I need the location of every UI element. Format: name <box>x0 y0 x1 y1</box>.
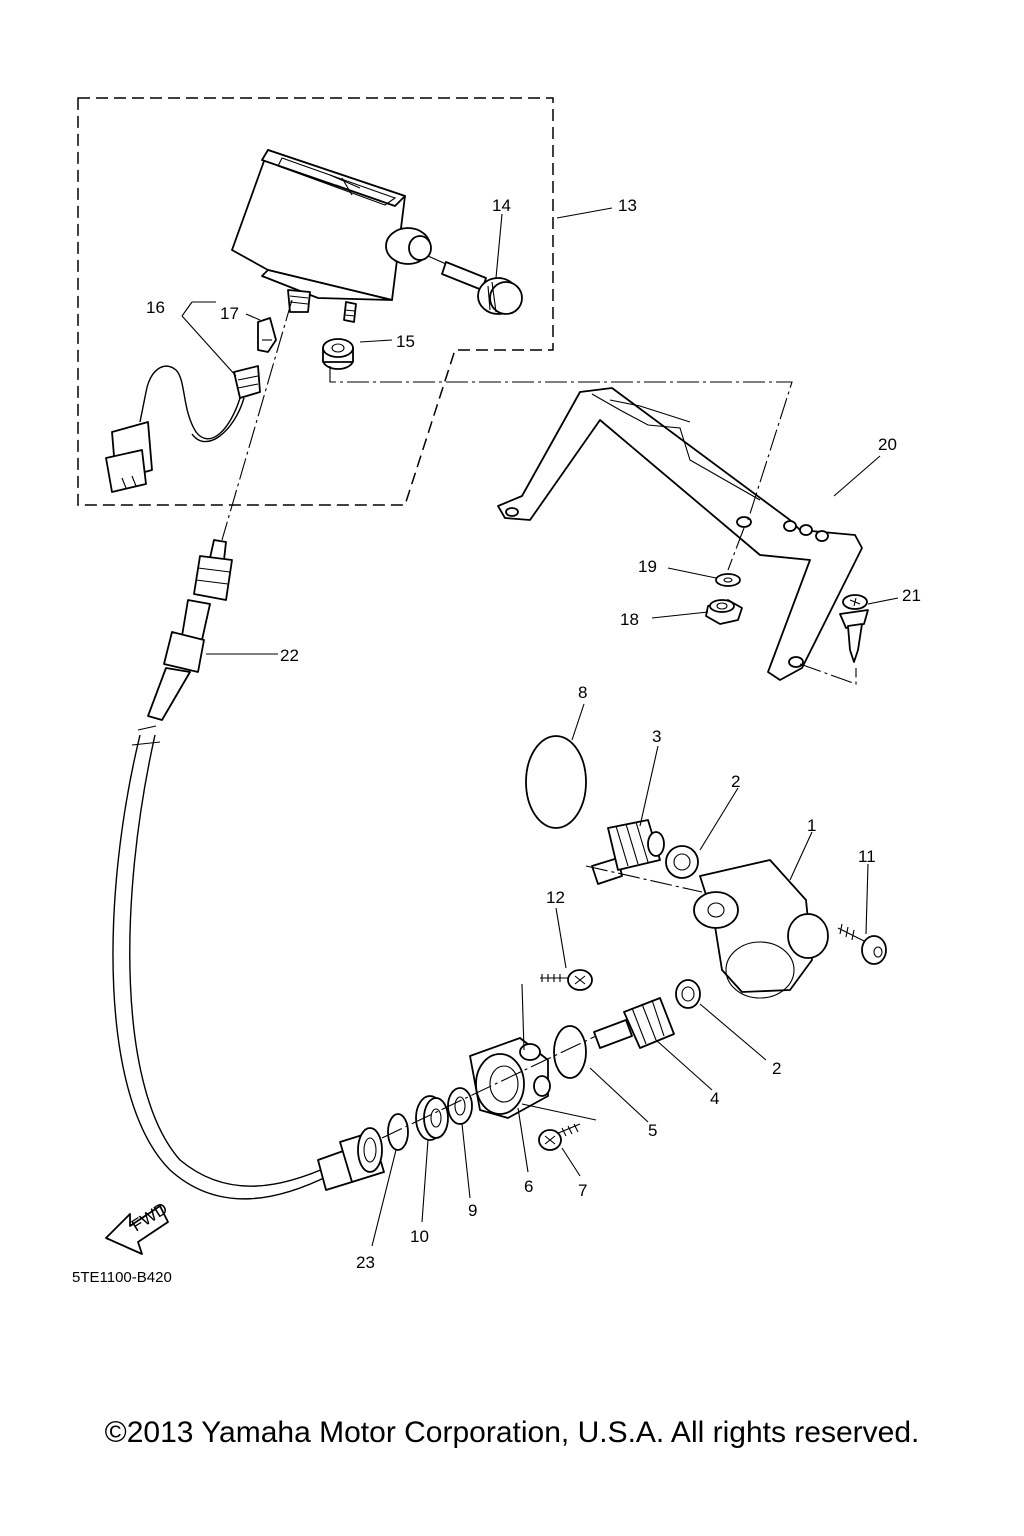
leader-lines <box>181 207 899 1247</box>
callout-7: 7 <box>578 1181 587 1200</box>
callout-20: 20 <box>878 435 897 454</box>
gear-housing <box>469 1037 551 1119</box>
socket-cord <box>105 365 261 493</box>
clip <box>839 594 869 663</box>
driven-gear <box>591 819 665 885</box>
callout-13: 13 <box>618 196 637 215</box>
callout-5: 5 <box>648 1121 657 1140</box>
grommet <box>322 338 354 370</box>
callout-9: 9 <box>468 1201 477 1220</box>
callout-4: 4 <box>710 1089 719 1108</box>
callout-numbers: 1 2 2 3 4 5 6 7 8 9 10 11 12 13 14 15 16… <box>146 196 921 1272</box>
callout-6: 6 <box>524 1177 533 1196</box>
screw-upper <box>540 969 593 991</box>
meter-cable <box>112 299 333 1200</box>
drive-gear <box>593 997 675 1049</box>
o-ring-small <box>387 1113 409 1151</box>
bracket-connector-line <box>329 366 793 521</box>
callout-19: 19 <box>638 557 657 576</box>
screw-lower <box>538 1123 581 1151</box>
bushing-upper <box>665 845 699 879</box>
callout-17: 17 <box>220 304 239 323</box>
callout-15: 15 <box>396 332 415 351</box>
callout-8: 8 <box>578 683 587 702</box>
washer <box>715 573 741 587</box>
fwd-arrow: FWD <box>105 1199 171 1255</box>
callout-3: 3 <box>652 727 661 746</box>
bolt <box>837 923 887 965</box>
callout-2: 2 <box>772 1059 781 1078</box>
callout-12: 12 <box>546 888 565 907</box>
o-ring <box>553 1025 587 1079</box>
oil-seal <box>415 1095 449 1141</box>
callout-16: 16 <box>146 298 165 317</box>
callout-21: 21 <box>902 586 921 605</box>
callout-2: 2 <box>731 772 740 791</box>
bulb <box>257 317 277 353</box>
meter-assembly-dashed-outline <box>77 97 554 506</box>
nut <box>705 599 743 625</box>
callout-18: 18 <box>620 610 639 629</box>
callout-22: 22 <box>280 646 299 665</box>
gear-case <box>693 859 829 999</box>
callout-23: 23 <box>356 1253 375 1272</box>
reset-knob <box>441 261 523 315</box>
thrust-washer <box>447 1087 473 1125</box>
diagram-code: 5TE1100-B420 <box>72 1269 172 1286</box>
callout-14: 14 <box>492 196 511 215</box>
o-ring-large <box>525 735 587 829</box>
callout-11: 11 <box>858 847 876 866</box>
meter-bracket <box>497 387 863 681</box>
copyright-notice: ©2013 Yamaha Motor Corporation, U.S.A. A… <box>104 1416 920 1449</box>
callout-10: 10 <box>410 1227 429 1246</box>
callout-1: 1 <box>807 816 816 835</box>
cable-fitting <box>317 1127 385 1191</box>
meter-body <box>231 149 432 323</box>
bushing-lower <box>675 979 701 1009</box>
